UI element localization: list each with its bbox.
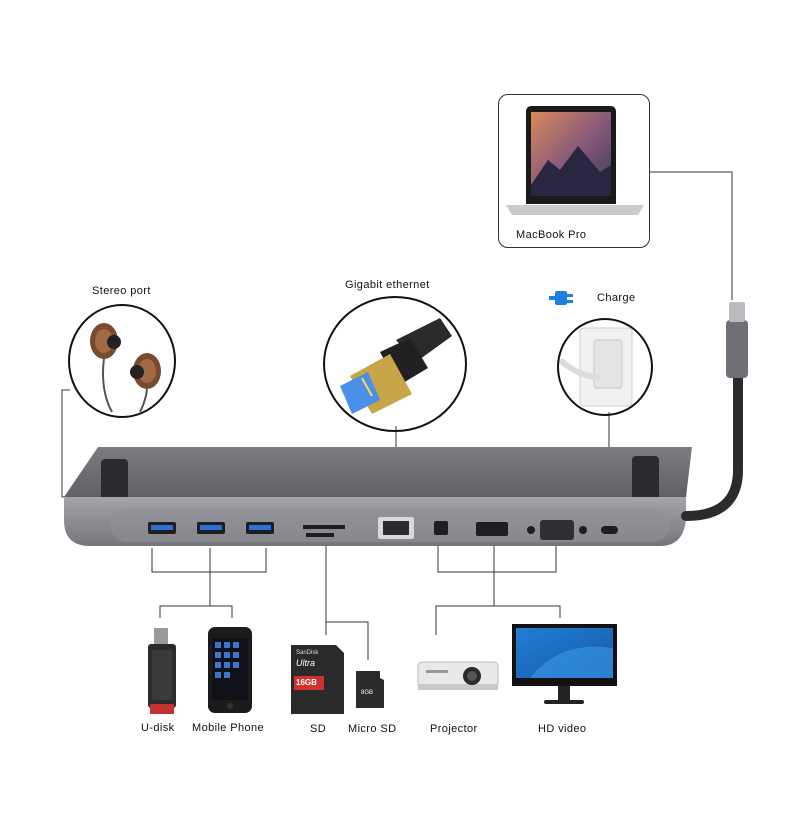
projector-label: Projector [430, 723, 478, 735]
hdmi-port [476, 522, 508, 536]
microsd-slot [306, 533, 334, 537]
udisk-label: U-disk [141, 722, 175, 734]
usb-c-hub [64, 447, 692, 546]
charge-magnifier [557, 318, 653, 416]
mobile-label: Mobile Phone [192, 722, 265, 734]
stereo-label: Stereo port [92, 285, 151, 297]
hdvideo-label: HD video [538, 723, 587, 735]
minidp-port [434, 521, 448, 535]
microsd-capacity-text: 8GB [361, 690, 374, 696]
monitor-icon [512, 624, 617, 704]
phone-icon [208, 627, 252, 713]
projector-icon [417, 661, 499, 690]
power-plug-icon [549, 291, 573, 305]
usb-c-cable [681, 302, 748, 521]
vga-port [540, 520, 574, 540]
sd-line-text: Ultra [296, 658, 316, 668]
macbook-label: MacBook Pro [516, 229, 587, 241]
usbc-port [601, 526, 618, 534]
laptop-frame [498, 94, 650, 248]
sd-label: SD [310, 723, 327, 735]
stereo-magnifier [68, 304, 176, 418]
charge-label: Charge [597, 292, 636, 304]
sd-capacity-text: 16GB [296, 678, 317, 687]
usb-drive-icon [148, 628, 176, 714]
micro-sd-icon [356, 671, 384, 708]
microsd-label: Micro SD [348, 723, 397, 735]
sd-card-icon [291, 645, 344, 714]
ethernet-label: Gigabit ethernet [345, 279, 430, 291]
laptop-icon [506, 106, 644, 215]
connector-lines [61, 171, 733, 660]
sd-slot [303, 525, 345, 529]
ethernet-magnifier [323, 296, 467, 432]
sd-brand-text: SanDisk [296, 650, 319, 656]
